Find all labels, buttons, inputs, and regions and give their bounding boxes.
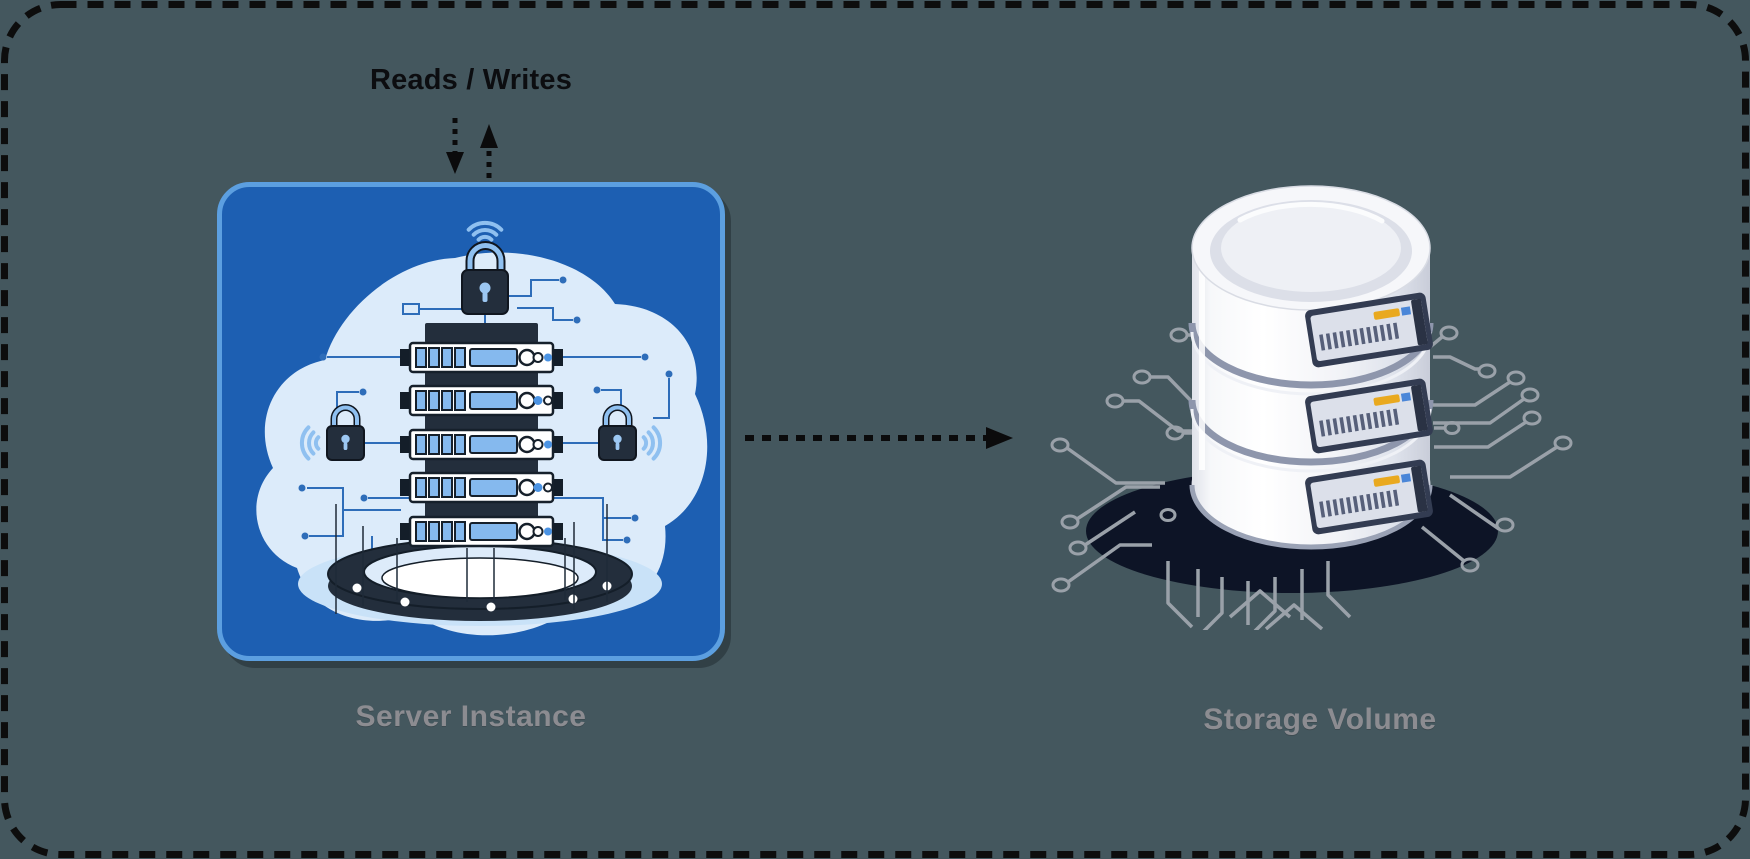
- padlock-top-icon: [461, 241, 509, 315]
- platform-beams: [335, 504, 608, 614]
- platform-bolts: [352, 581, 612, 612]
- padlock-right-icon: [598, 404, 637, 461]
- server-status-leds: [532, 352, 553, 537]
- server-instance-label: Server Instance: [355, 700, 587, 733]
- server-instance-card: [217, 182, 725, 661]
- reads-writes-label: Reads / Writes: [369, 64, 573, 96]
- padlock-left-icon: [326, 404, 365, 461]
- server-rack-icon: [398, 323, 565, 548]
- wifi-top-icon: [466, 220, 504, 242]
- platform: [298, 538, 662, 626]
- storage-volume-illustration: [1050, 185, 1573, 630]
- database-icon: [1188, 185, 1434, 550]
- db-front-panels: [1304, 291, 1434, 536]
- storage-volume-label: Storage Volume: [1203, 703, 1437, 736]
- wifi-left-icon: [299, 425, 321, 461]
- wifi-right-icon: [641, 425, 663, 461]
